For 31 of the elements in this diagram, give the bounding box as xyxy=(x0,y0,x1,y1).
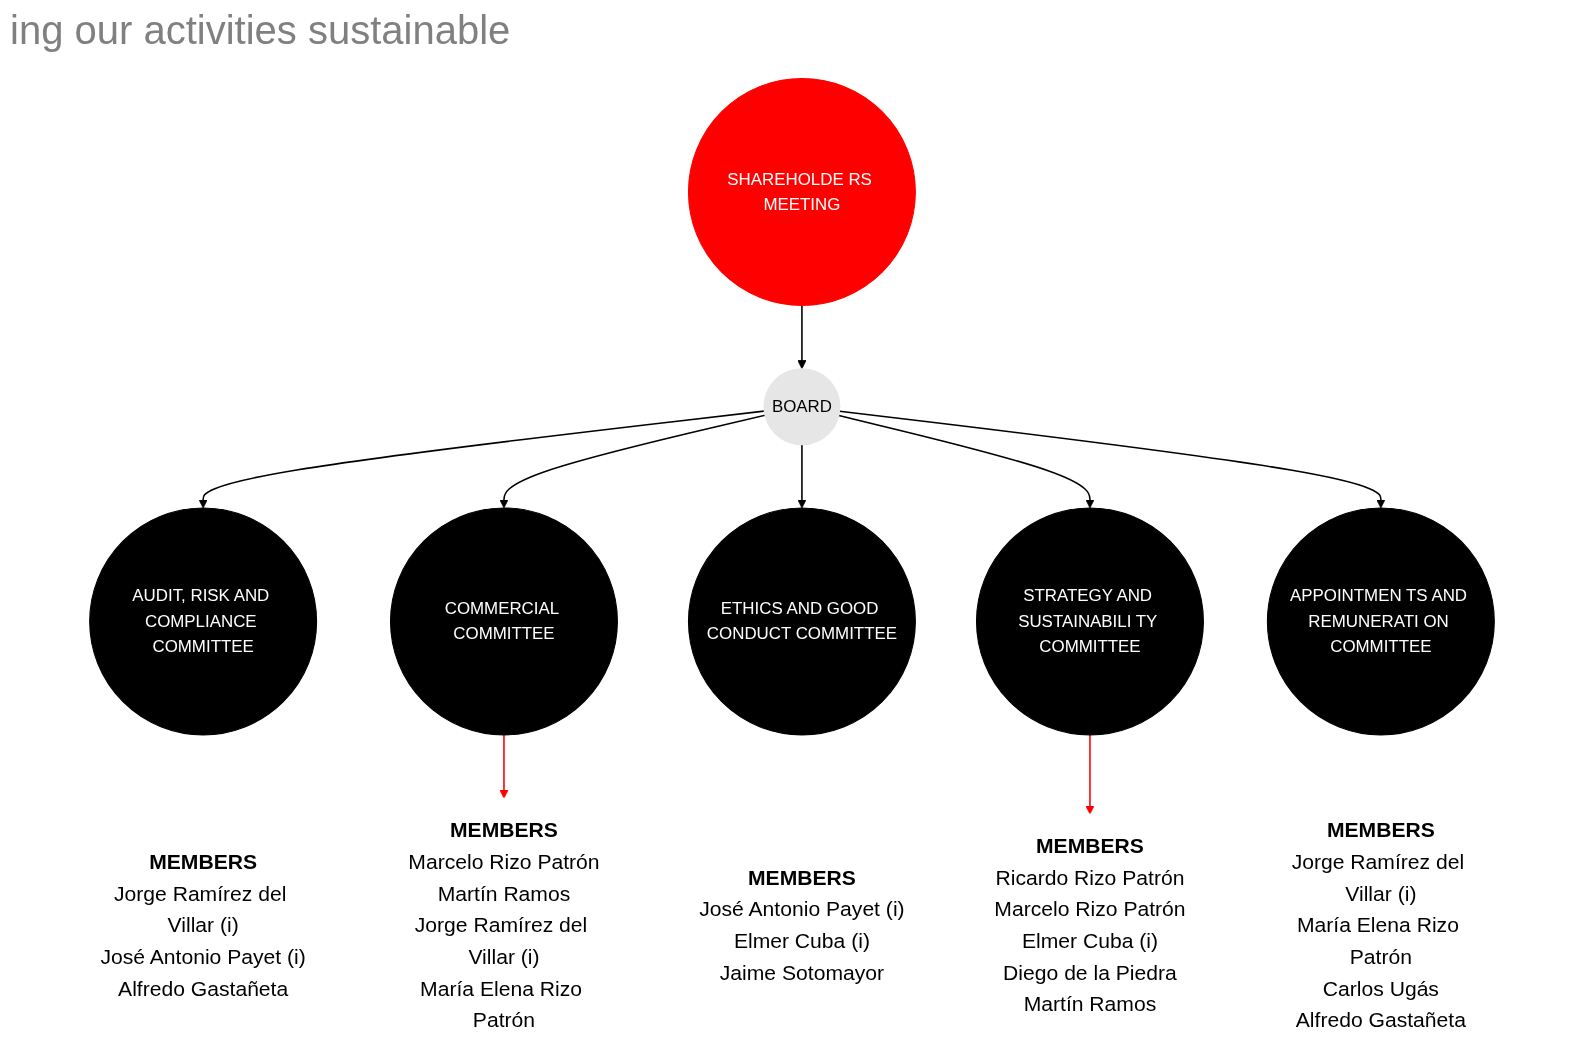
arrow xyxy=(838,414,1095,509)
arrow xyxy=(797,443,807,509)
node-label: Jorge Ramírez del Villar (i) xyxy=(113,881,287,937)
arrow xyxy=(198,410,765,509)
node-label: María Elena Rizo Patrón xyxy=(1296,913,1459,969)
node-label: MEMBERS xyxy=(747,865,856,889)
node-circle: STRATEGY AND SUSTAINABILI TY COMMITTEE xyxy=(975,507,1204,736)
node-circle: AUDIT, RISK AND COMPLIANCE COMMITTEE xyxy=(89,507,318,736)
arrow xyxy=(797,304,807,370)
node-text: MEMBERS Ricardo Rizo Patrón Marcelo Rizo Patrón Elmer Cuba (i) Diego de la Piedra Martín Ramos xyxy=(994,834,1186,1016)
arrow xyxy=(838,410,1386,509)
arrow xyxy=(499,734,509,799)
node-label: Jaime Sotomayor xyxy=(719,960,885,984)
node-label: Alfredo Gastañeta xyxy=(118,976,289,1000)
node-label: José Antonio Payet (i) xyxy=(699,897,905,921)
node-label: Elmer Cuba (i) xyxy=(733,929,870,953)
node-circle: APPOINTMEN TS AND REMUNERATI ON COMMITTEE xyxy=(1266,507,1495,736)
node-label: Carlos Ugás xyxy=(1322,976,1439,1000)
node-label: MEMBERS xyxy=(1326,818,1435,842)
node-circle: ETHICS AND GOOD CONDUCT COMMITTEE xyxy=(687,507,916,736)
node-circle: BOARD xyxy=(763,368,841,446)
node-text: MEMBERS Marcelo Rizo Patrón Martín Ramos Jorge Ramírez del Villar (i) María Elena Rizo Patrón xyxy=(408,818,600,1032)
node-circle: SHAREHOLDE RS MEETING xyxy=(687,77,916,306)
node-label: José Antonio Payet (i) xyxy=(100,944,306,969)
node-label: MEMBERS xyxy=(149,849,258,874)
node-label: Jorge Ramírez del Villar (i) xyxy=(1291,849,1465,905)
arrow xyxy=(499,414,766,509)
node-circle: COMMERCIAL COMMITTEE xyxy=(389,507,618,736)
node-label: Alfredo Gastañeta xyxy=(1295,1008,1466,1032)
arrow xyxy=(1085,734,1095,815)
diagram-title: ing our activities sustainable xyxy=(10,8,511,53)
